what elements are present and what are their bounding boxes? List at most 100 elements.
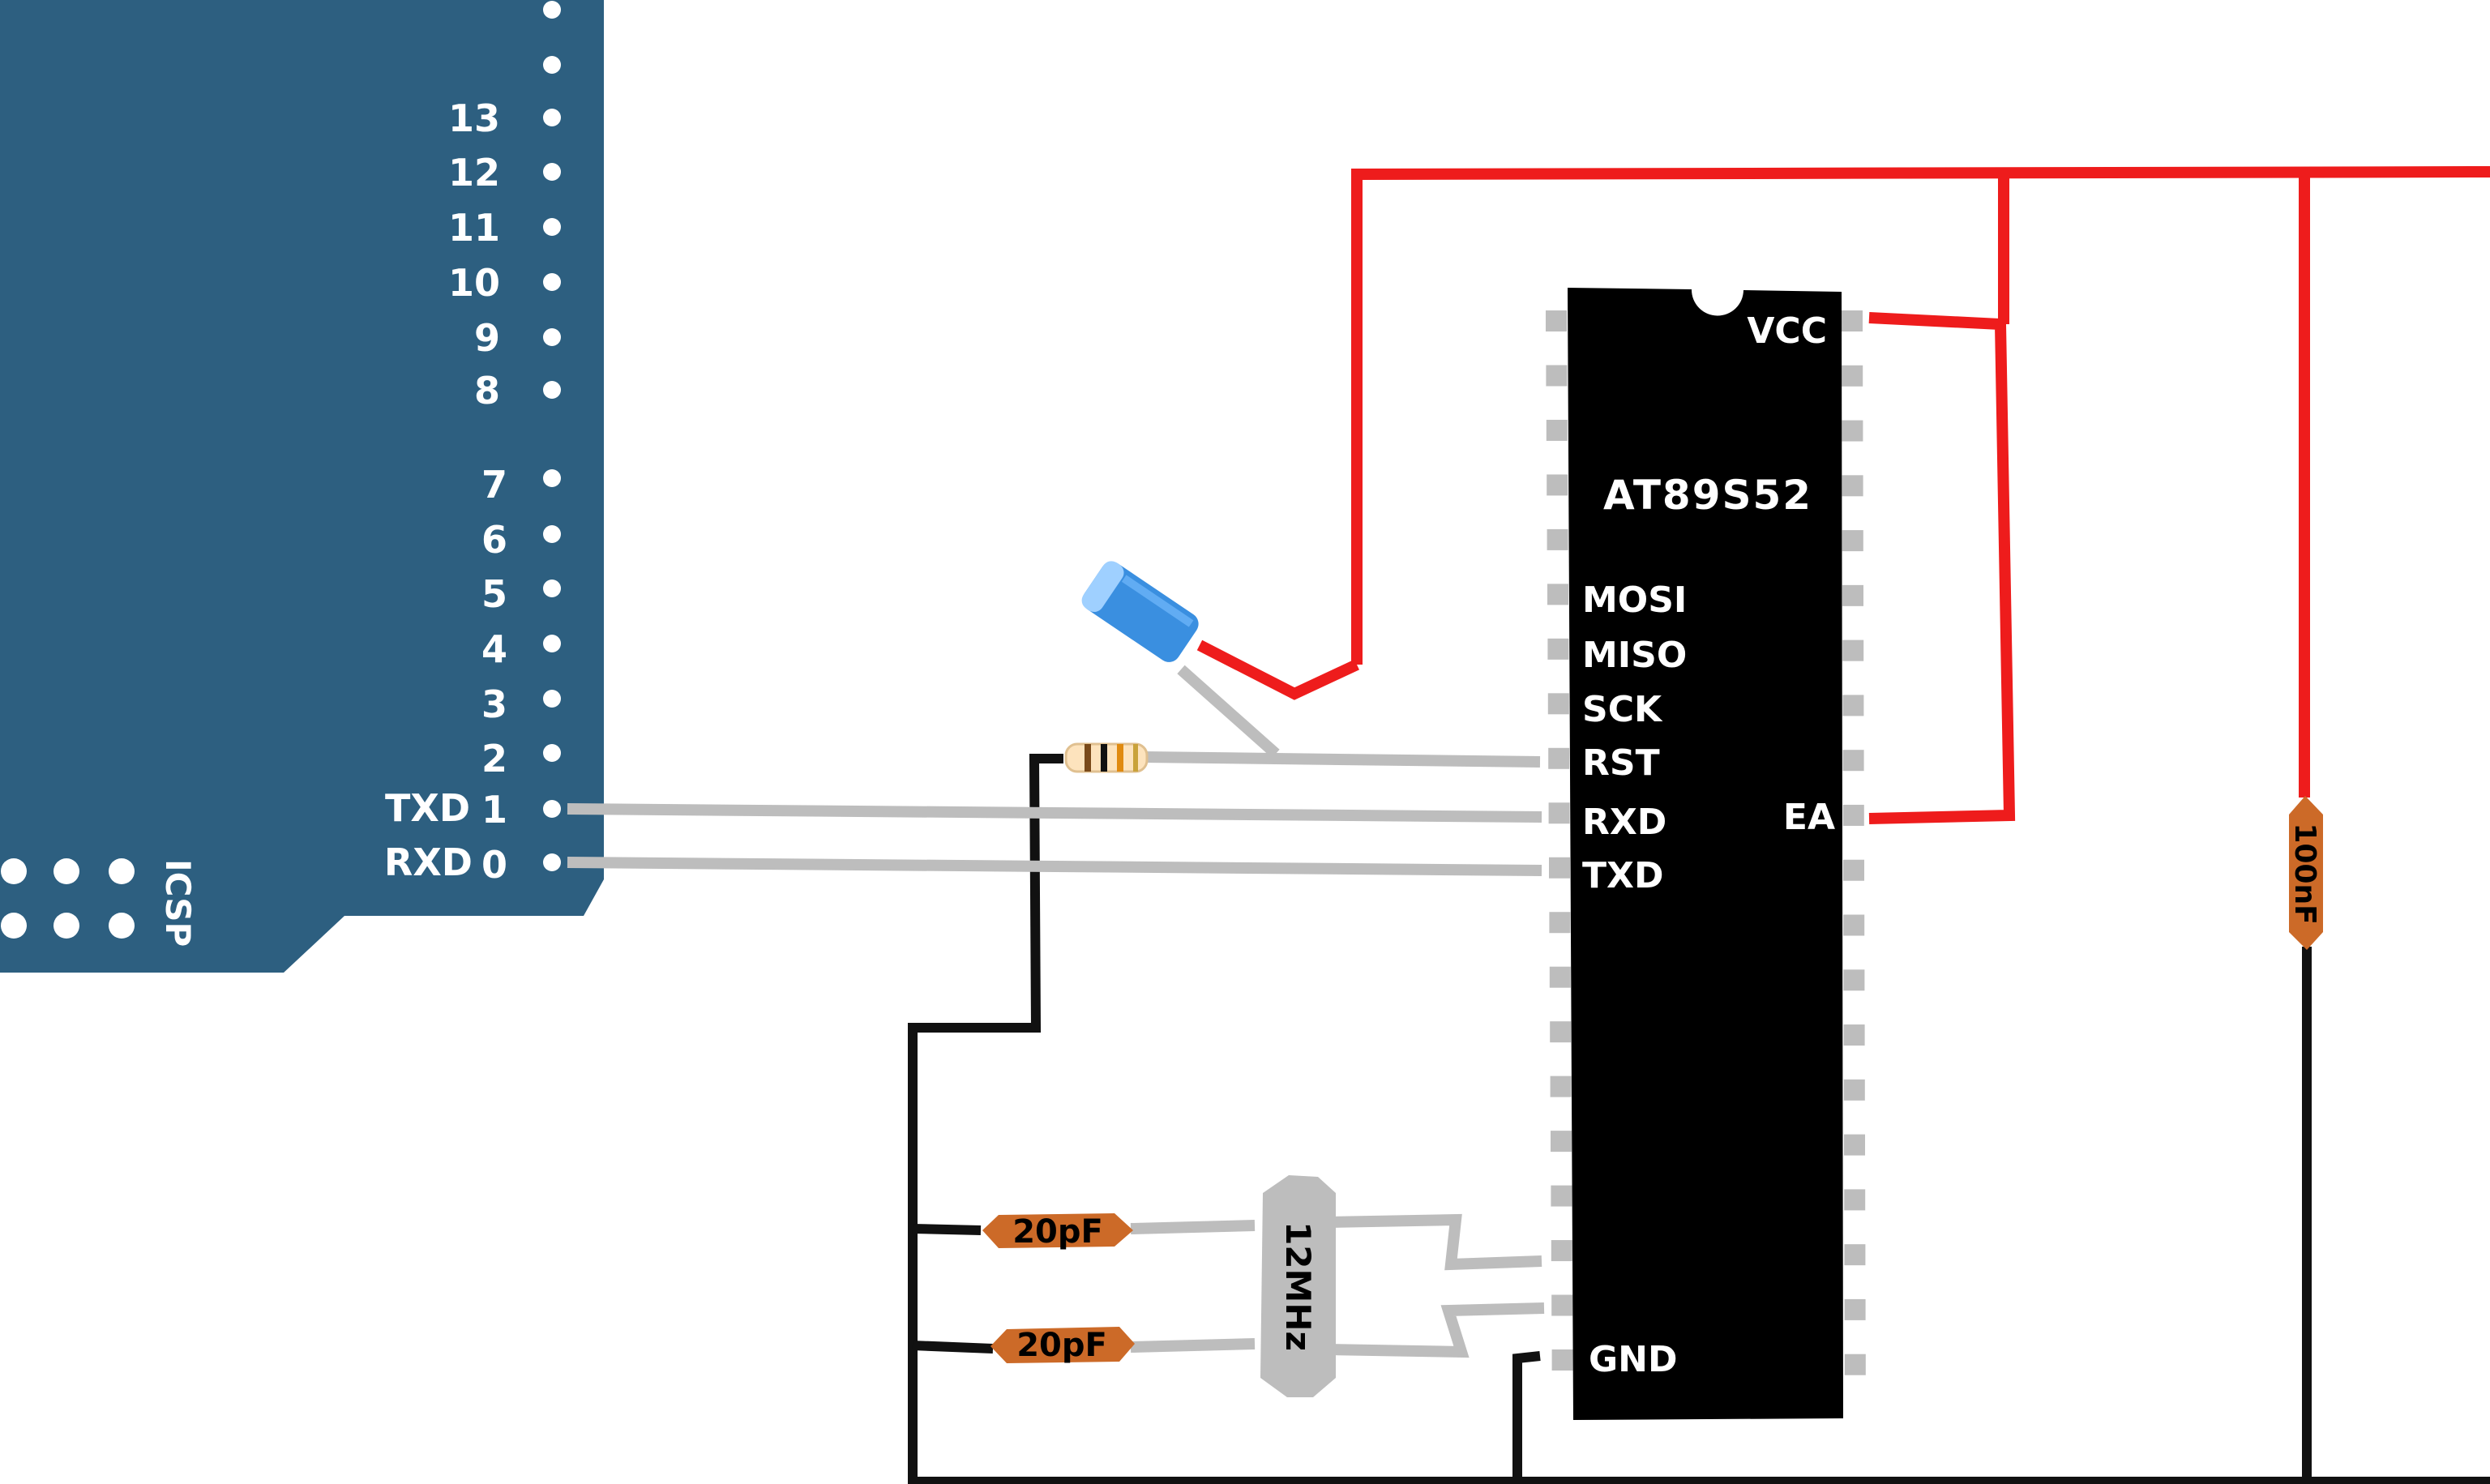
chip-pin <box>1551 1240 1572 1262</box>
chip-pin <box>1548 747 1570 769</box>
icsp-pin <box>53 913 79 939</box>
resistor-band <box>1133 744 1138 772</box>
pin-label-gnd: GND <box>1589 1339 1677 1380</box>
crystal-body <box>1260 1175 1336 1397</box>
chip-pin <box>1843 859 1864 881</box>
cap-to-rst-wire <box>1177 665 1280 759</box>
rxd-label: RXD <box>384 840 473 884</box>
decoupling-cap-body <box>2289 796 2323 950</box>
pin-label-7: 7 <box>481 463 507 507</box>
chip-pin <box>1842 365 1863 387</box>
header-pin <box>543 56 561 74</box>
pin-label-vcc: VCC <box>1747 310 1827 352</box>
capacitor-20pf-top: 20pF <box>982 1213 1133 1251</box>
header-pin-3 <box>543 690 561 708</box>
pin-label-rst: RST <box>1582 742 1660 784</box>
cap-bottom-label: 20pF <box>1016 1327 1107 1364</box>
cap-top-to-crystal-wire <box>1130 1220 1256 1234</box>
chip-pin <box>1551 1294 1573 1316</box>
chip-pin <box>1549 857 1570 879</box>
crystal-to-xtal1-wire <box>1328 1213 1542 1271</box>
chip-pin <box>1842 695 1864 716</box>
chip-pin <box>1844 1244 1866 1266</box>
icsp-pin <box>109 858 135 884</box>
pin-label-5: 5 <box>481 572 507 616</box>
chip-pin <box>1551 1185 1572 1207</box>
icsp-pin <box>53 858 79 884</box>
chip-pin <box>1550 1021 1572 1043</box>
chip-pin <box>1546 310 1567 331</box>
electrolytic-stripe <box>1081 561 1124 613</box>
chip-pin <box>1549 912 1571 934</box>
chip-pin <box>1843 1079 1865 1101</box>
chip-pin <box>1547 693 1569 715</box>
pin-label-sck: SCK <box>1582 689 1663 730</box>
icsp-pin <box>1 913 27 939</box>
pin-label-miso: MISO <box>1582 635 1687 676</box>
chip-pin <box>1842 310 1863 331</box>
pin-label-rxd: RXD <box>1582 802 1666 843</box>
pin-label-4: 4 <box>481 627 507 671</box>
resistor-band <box>1085 744 1091 772</box>
pin-label-10: 10 <box>448 261 500 305</box>
cap-bottom-body <box>990 1327 1135 1363</box>
chip-pin <box>1842 530 1863 552</box>
chip-pin <box>1547 528 1568 550</box>
arduino-board-body <box>0 0 604 973</box>
chip-pin <box>1546 419 1568 441</box>
header-pin-8 <box>543 381 561 399</box>
chip-pin <box>1842 475 1863 497</box>
header-pin-9 <box>543 328 561 346</box>
header-pin-0 <box>543 853 561 871</box>
pin-number-labels: 13 12 11 10 9 8 7 6 5 4 3 2 1 0 TXD RXD <box>384 96 507 887</box>
chip-pins-left <box>1546 310 1573 1371</box>
resistor-band <box>1101 744 1107 772</box>
pin-label-0: 0 <box>481 843 507 887</box>
header-pin-13 <box>543 109 561 126</box>
icsp-header: ICSP <box>1 858 198 947</box>
reset-resistor <box>1064 742 1149 773</box>
pin-label-3: 3 <box>481 682 507 726</box>
header-pin-12 <box>543 163 561 181</box>
chip-pin <box>1547 584 1568 605</box>
chip-pin <box>1842 804 1864 826</box>
icsp-pin <box>1 858 27 884</box>
chip-gnd-wire <box>1512 1351 1541 1484</box>
cap-top-label: 20pF <box>1012 1213 1103 1251</box>
chip-pin <box>1842 420 1863 442</box>
txd-label: TXD <box>385 786 470 830</box>
header-pin-5 <box>543 579 561 597</box>
chip-pin <box>1843 1024 1865 1046</box>
icsp-pin <box>109 913 135 939</box>
header-pin <box>543 1 561 19</box>
chip-pin <box>1551 1131 1572 1153</box>
header-pin-1 <box>543 800 561 818</box>
cap-top-gnd-wire <box>912 1224 982 1235</box>
chip-pin <box>1547 638 1569 660</box>
txd-to-rxd-wire <box>567 803 1542 823</box>
header-pin-dots <box>543 1 561 871</box>
cap-bottom-to-crystal-wire <box>1130 1338 1256 1353</box>
chip-pin <box>1550 1076 1572 1097</box>
pin-label-13: 13 <box>448 96 500 140</box>
header-pin-2 <box>543 744 561 762</box>
chip-pin <box>1546 365 1568 387</box>
chip-pin <box>1843 914 1865 936</box>
resistor-band <box>1117 744 1123 772</box>
gnd-wires <box>908 754 2490 1484</box>
pin-label-ea: EA <box>1783 797 1835 838</box>
vcc-pin-wire <box>1868 312 2016 824</box>
decoupling-cap-label: 100nF <box>2288 823 2321 924</box>
signal-wires <box>567 665 1545 1358</box>
arduino-board: 13 12 11 10 9 8 7 6 5 4 3 2 1 0 TXD RXD … <box>0 0 604 973</box>
chip-pins-right <box>1842 310 1866 1375</box>
at89s52-chip: AT89S52 MOSI MISO SCK RST RXD TXD GND VC… <box>1546 288 1866 1420</box>
pin-label-9: 9 <box>474 316 500 360</box>
capacitor-20pf-bottom: 20pF <box>990 1327 1135 1364</box>
chip-pin <box>1844 1189 1866 1211</box>
pin-label-8: 8 <box>474 369 500 413</box>
chip-pin <box>1844 1354 1866 1375</box>
pin-label-1: 1 <box>481 788 507 832</box>
chip-pin <box>1548 802 1570 824</box>
